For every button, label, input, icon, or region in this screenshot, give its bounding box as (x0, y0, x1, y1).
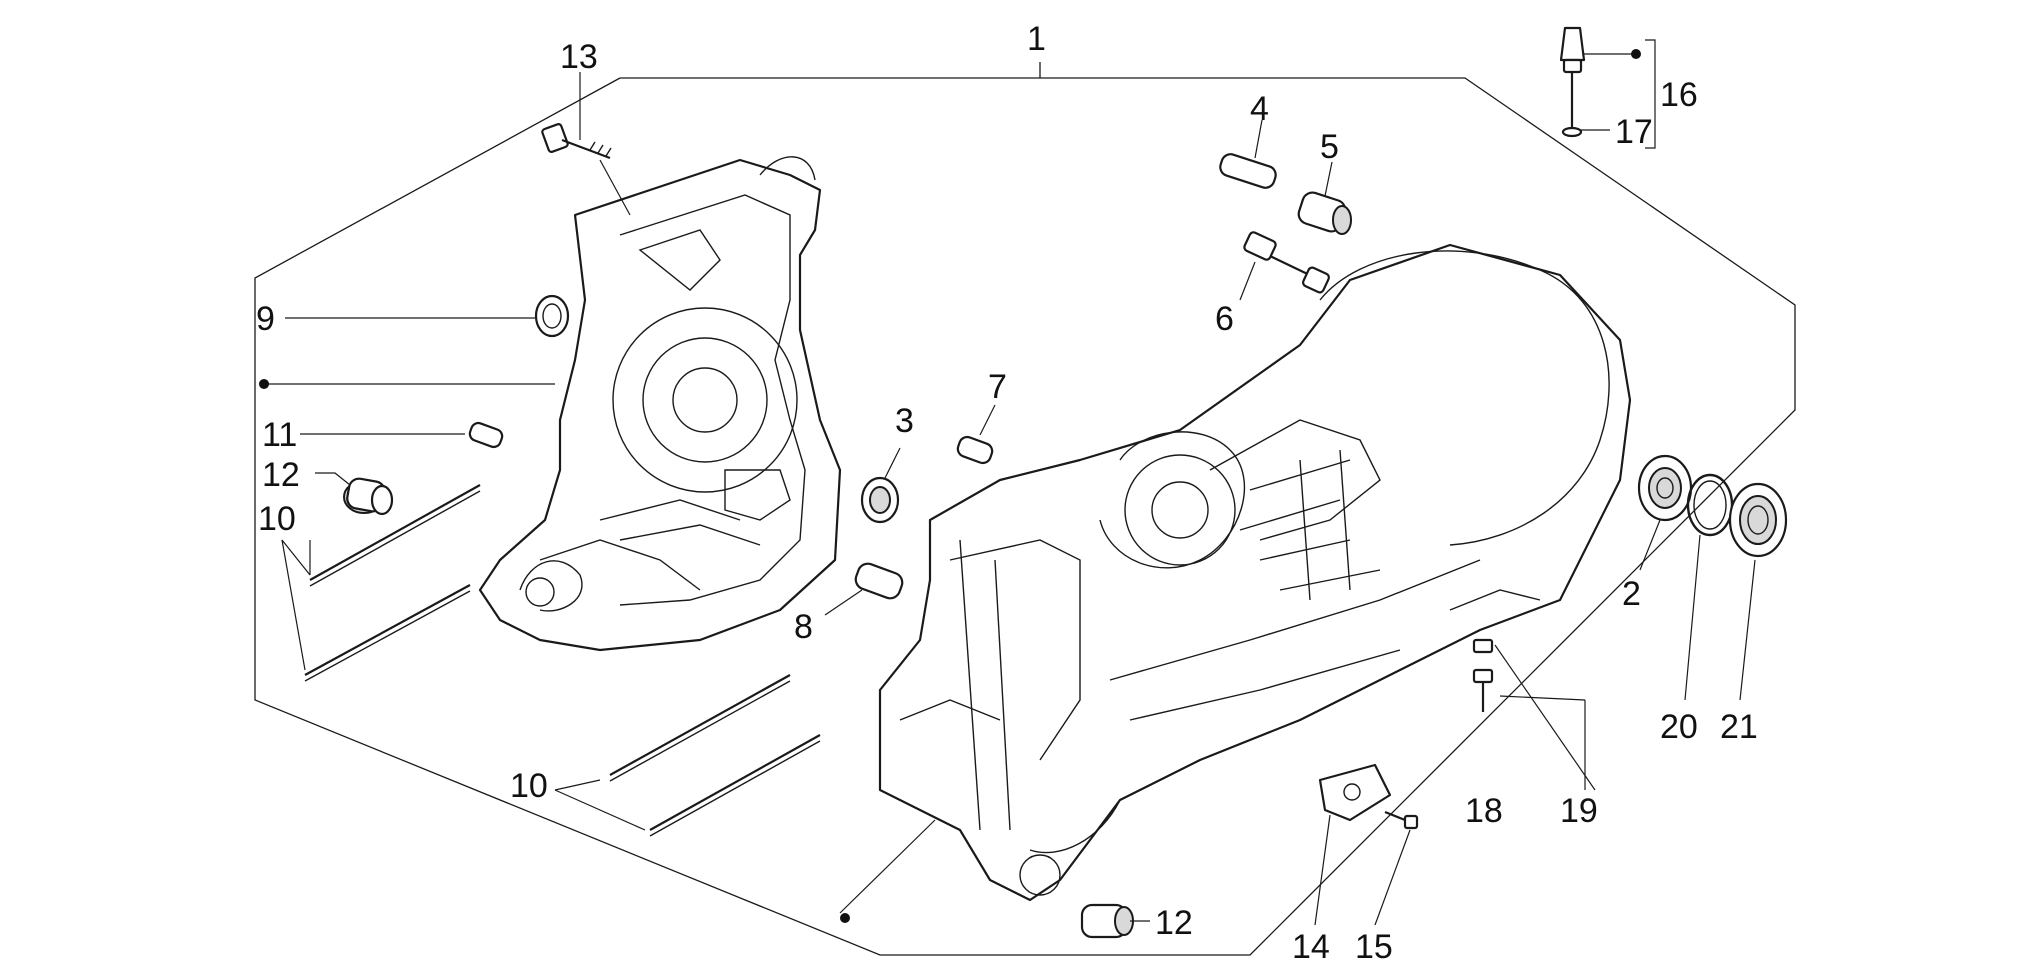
callout-19: 19 (1560, 792, 1598, 830)
callout-7: 7 (988, 368, 1007, 406)
dipstick-16 (1559, 26, 1586, 138)
reference-dots (259, 49, 1641, 923)
callout-12-bottom: 12 (1155, 904, 1193, 942)
callout-21: 21 (1720, 708, 1758, 746)
circlip-20 (1686, 473, 1734, 537)
oil-seal-9 (534, 294, 570, 338)
callout-12-left: 12 (262, 456, 300, 494)
leader-lines (266, 39, 1756, 926)
callout-18: 18 (1465, 792, 1503, 830)
bracket-14 (1318, 763, 1392, 822)
callout-6: 6 (1215, 300, 1234, 338)
callout-5: 5 (1320, 128, 1339, 166)
stud-bolts-10-middle (609, 674, 821, 837)
assembly-frame (254, 62, 1796, 956)
callout-9: 9 (256, 300, 275, 338)
screws-18-19 (1472, 638, 1494, 712)
stud-bolts-10-left (304, 484, 481, 682)
callout-10-left: 10 (258, 500, 296, 538)
callout-13: 13 (560, 38, 598, 76)
dowel-pin-7 (956, 435, 994, 465)
callout-2: 2 (1622, 575, 1641, 613)
callout-4: 4 (1250, 90, 1269, 128)
bearing-3 (860, 476, 900, 524)
bush-12-left (343, 477, 394, 516)
callout-16: 16 (1660, 76, 1698, 114)
bush-5 (1297, 191, 1352, 235)
bearing-2 (1637, 454, 1693, 522)
callout-15: 15 (1355, 928, 1393, 963)
oil-seal-21 (1728, 482, 1788, 558)
left-crankcase-half (478, 156, 842, 652)
right-crankcase-half (878, 243, 1632, 902)
callout-14: 14 (1292, 928, 1330, 963)
bush-8 (854, 562, 904, 600)
callout-3: 3 (895, 402, 914, 440)
callout-8: 8 (794, 608, 813, 646)
screw-15 (1384, 810, 1419, 830)
callout-labels: 1 2 3 4 5 6 7 8 9 10 10 11 12 12 13 14 1… (256, 20, 1758, 963)
bolt-13 (541, 123, 612, 160)
callout-1: 1 (1027, 20, 1046, 58)
callout-17: 17 (1615, 113, 1653, 151)
callout-20: 20 (1660, 708, 1698, 746)
dowel-pin-11 (468, 421, 504, 449)
bolt-6 (1243, 231, 1330, 294)
bush-12-bottom (1080, 903, 1134, 939)
pin-4 (1219, 153, 1277, 189)
callout-11: 11 (262, 416, 297, 454)
callout-10-middle: 10 (510, 767, 548, 805)
